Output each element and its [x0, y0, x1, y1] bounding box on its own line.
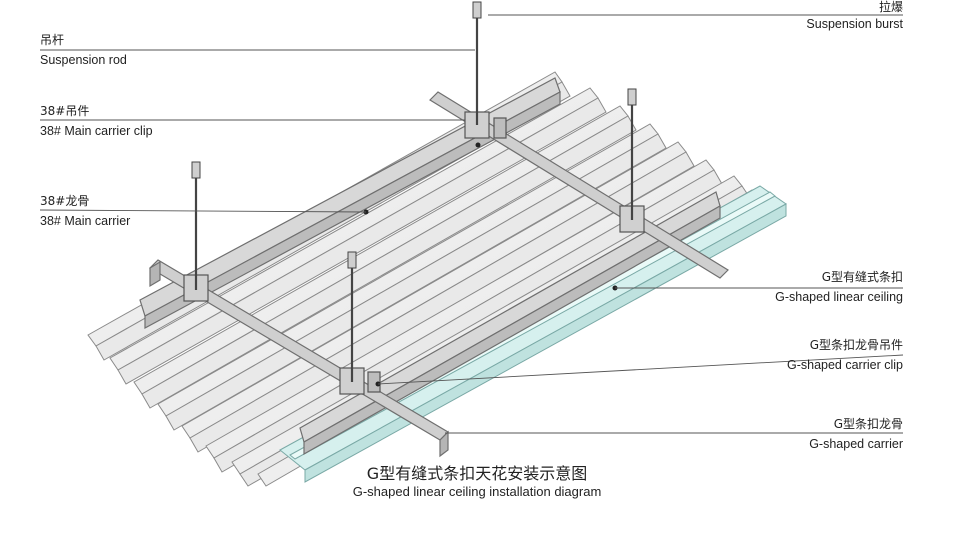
- suspension-rods: [194, 8, 634, 382]
- label-carrier-clip-zh: G型条扣龙骨吊件: [809, 338, 903, 352]
- leader-lines: [39, 14, 904, 434]
- label-carrier-zh: G型条扣龙骨: [833, 417, 903, 431]
- label-main-carrier-clip-en: 38# Main carrier clip: [40, 124, 153, 138]
- label-carrier-en: G-shaped carrier: [809, 437, 903, 451]
- caption-zh: G型有缝式条扣天花安装示意图: [366, 464, 588, 483]
- label-linear-ceiling-en: G-shaped linear ceiling: [775, 290, 903, 304]
- label-suspension-rod-zh: 吊杆: [40, 33, 65, 47]
- label-carrier-clip-en: G-shaped carrier clip: [786, 358, 903, 372]
- label-main-carrier-en: 38# Main carrier: [40, 214, 131, 228]
- label-main-carrier-zh: 38#龙骨: [40, 194, 90, 208]
- suspension-bursts: [191, 1, 637, 269]
- caption-en: G-shaped linear ceiling installation dia…: [352, 484, 602, 499]
- label-linear-ceiling-zh: G型有缝式条扣: [821, 270, 903, 284]
- label-suspension-burst-en: Suspension burst: [806, 17, 903, 31]
- label-suspension-rod-en: Suspension rod: [40, 53, 127, 67]
- main-carriers: [139, 77, 721, 456]
- label-suspension-burst-zh: 拉爆: [878, 0, 903, 14]
- label-main-carrier-clip-zh: 38#吊件: [40, 104, 90, 118]
